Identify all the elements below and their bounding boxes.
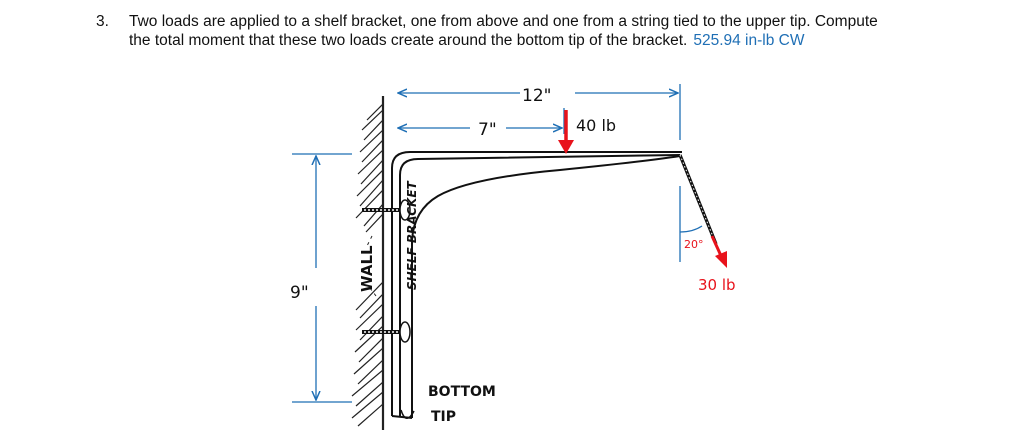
bottom-tip-pointer: [400, 409, 415, 419]
wall-label: WALL: [358, 245, 376, 292]
problem-text: Two loads are applied to a shelf bracket…: [129, 12, 989, 50]
load-40lb-label: 40 lb: [576, 116, 616, 135]
dimension-12in-label: 12": [522, 86, 551, 106]
problem-text-line2: the total moment that these two loads cr…: [129, 31, 989, 50]
load-30lb-arrow: [710, 235, 727, 268]
load-40lb-arrow: [558, 110, 574, 154]
dimension-9in: [292, 153, 352, 403]
answer-text: 525.94 in-lb CW: [693, 32, 805, 49]
tip-label: TIP: [431, 409, 456, 425]
dimension-7in: [398, 108, 565, 134]
problem-number: 3.: [96, 13, 109, 30]
dimension-12in: [398, 84, 681, 140]
bracket-label: SHELF BRACKET: [405, 180, 419, 290]
string: [678, 154, 718, 245]
load-30lb-label: 30 lb: [698, 276, 736, 294]
upper-screw: [362, 199, 411, 221]
problem-text-line2-body: the total moment that these two loads cr…: [129, 32, 688, 49]
angle-label: 20°: [684, 238, 704, 251]
shelf-bracket: [391, 151, 682, 419]
dimension-7in-label: 7": [478, 120, 497, 140]
wall-ticks: [365, 235, 377, 297]
angle-reference: [679, 186, 703, 262]
dimension-9in-label: 9": [290, 283, 309, 303]
problem-text-line1: Two loads are applied to a shelf bracket…: [129, 13, 878, 30]
lower-screw: [362, 321, 411, 343]
bottom-label: BOTTOM: [428, 384, 496, 400]
